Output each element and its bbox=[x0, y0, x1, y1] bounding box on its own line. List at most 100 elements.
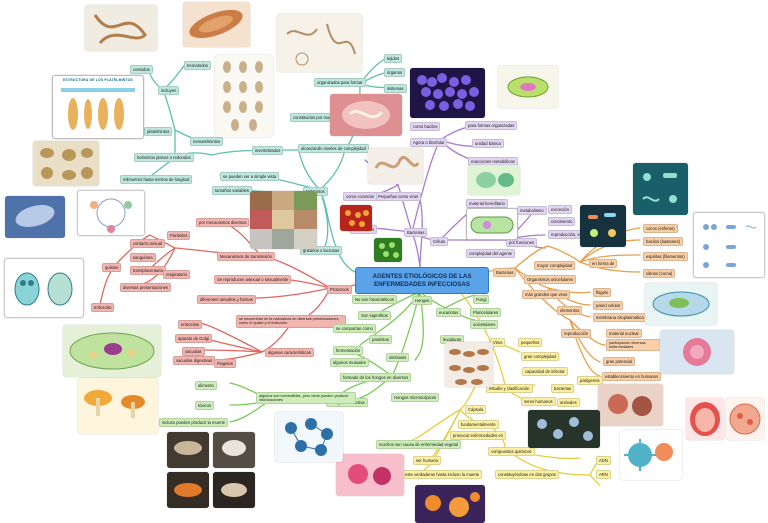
node-algunas[interactable]: algunas características bbox=[265, 348, 314, 357]
node-gusanos[interactable]: gusanos o lacrosas bbox=[300, 246, 343, 255]
node-alcanzando[interactable]: alcanzando niveles de complejidad bbox=[298, 144, 369, 153]
node-helmintos-planos[interactable]: helmintos planos o redondos bbox=[134, 153, 194, 162]
node-quistes[interactable]: quistes bbox=[102, 263, 122, 272]
node-respiratorio[interactable]: respiratorio bbox=[163, 270, 190, 279]
node-pluricelulares[interactable]: Pluricelulares bbox=[470, 308, 502, 317]
node-platelmintos[interactable]: platelmintos bbox=[144, 127, 173, 136]
node-incluyen[interactable]: incluyen bbox=[158, 86, 180, 95]
node-alimento[interactable]: alimento bbox=[195, 381, 217, 390]
node-bacilos[interactable]: bacilos (bastones) bbox=[643, 237, 683, 246]
node-elementos[interactable]: elementos bbox=[557, 306, 583, 315]
node-agora[interactable]: Agora o bicelular bbox=[410, 138, 448, 147]
node-parasitos[interactable]: Parásitos bbox=[167, 231, 191, 240]
node-son-heterotrofos[interactable]: No son fotosintéticos bbox=[352, 295, 397, 304]
node-membrana[interactable]: membrana citoplasmática bbox=[593, 313, 647, 322]
node-unicelulares[interactable]: unicelulares bbox=[470, 320, 499, 329]
node-pequenos[interactable]: pequeños bbox=[518, 338, 543, 347]
node-mecanismos[interactable]: Mecanismos de transmisión bbox=[217, 252, 275, 261]
node-sistemas[interactable]: sistemas bbox=[384, 84, 407, 93]
node-cestodos[interactable]: cestodos bbox=[130, 65, 153, 74]
node-son-saprofitos[interactable]: Son saprofitos bbox=[358, 311, 391, 320]
node-patogenos[interactable]: patógenos bbox=[577, 376, 603, 385]
node-adn[interactable]: ADN bbox=[596, 456, 611, 465]
node-organismos[interactable]: Organismos unicelulares bbox=[524, 275, 577, 284]
node-algunos-comest[interactable]: algunos son comestibles, pero otros pued… bbox=[256, 392, 356, 405]
node-tejidos[interactable]: tejidos bbox=[384, 54, 403, 63]
node-incluso[interactable]: incluso pueden producir la muerte bbox=[159, 418, 229, 427]
node-cocos[interactable]: cocos (esferas) bbox=[643, 224, 678, 233]
node-para-formas[interactable]: para formas organizadas bbox=[465, 121, 518, 130]
node-parasitos2[interactable]: parásitos bbox=[369, 335, 392, 344]
node-eritrocitos[interactable]: eritrocitos bbox=[178, 320, 203, 329]
node-trematodos[interactable]: trematodos bbox=[184, 61, 211, 70]
node-complejidad[interactable]: complejidad del agente bbox=[466, 249, 516, 258]
node-animales[interactable]: animales bbox=[557, 398, 580, 407]
node-algunos-mutuales[interactable]: algunos mutuales bbox=[330, 358, 369, 367]
node-provocar[interactable]: provocar enfermedades en bbox=[450, 431, 507, 440]
node-trofozoito[interactable]: trofozoíto bbox=[91, 303, 115, 312]
node-seres-humanos[interactable]: seres humanos bbox=[521, 397, 556, 406]
node-mayor[interactable]: mayor complejidad bbox=[534, 261, 576, 270]
node-material-nuclear[interactable]: material nuclear bbox=[606, 329, 642, 338]
node-se-reproducen[interactable]: Se reproducen asexual o sexualmente bbox=[214, 275, 292, 284]
node-sanguinea[interactable]: sanguínea bbox=[130, 253, 156, 262]
node-material-hereditario[interactable]: material hereditario bbox=[466, 199, 508, 208]
node-pequenas[interactable]: Pequeñas como virus bbox=[375, 192, 422, 201]
branch-bacterias[interactable]: Bacterias bbox=[404, 228, 428, 237]
node-como-cocos[interactable]: como cocos/as bbox=[343, 192, 377, 201]
node-tamanos[interactable]: tamaños variables bbox=[212, 186, 252, 195]
node-en-forma[interactable]: en forma de bbox=[589, 259, 618, 268]
node-unidad-basica[interactable]: unidad básica bbox=[472, 139, 504, 148]
node-pared[interactable]: pared celular bbox=[593, 301, 624, 310]
node-fundamentalmente[interactable]: fundamentalmente bbox=[458, 420, 499, 429]
node-mas-grandes[interactable]: más grandes que virus bbox=[522, 290, 571, 299]
node-celula[interactable]: Célula bbox=[430, 237, 448, 246]
node-estudio[interactable]: estudio y clasificación bbox=[486, 384, 533, 393]
node-capacidad[interactable]: capacidad de infectar bbox=[522, 367, 568, 376]
node-vibrios[interactable]: vibrios (coma) bbox=[643, 269, 676, 278]
node-organizados[interactable]: organizados para formar bbox=[314, 78, 366, 87]
node-aparato[interactable]: aparato de Golgi bbox=[175, 334, 212, 343]
node-por-mecanismos[interactable]: por mecanismos diversos bbox=[196, 218, 250, 227]
node-como-bacilos[interactable]: como bacilos bbox=[410, 122, 441, 131]
central-topic[interactable]: AGENTES ETIOLÓGICOS DE LAS ENFERMEDADES … bbox=[355, 267, 489, 294]
node-arn[interactable]: ARN bbox=[596, 470, 611, 479]
node-toxicos[interactable]: tóxicos bbox=[195, 401, 215, 410]
branch-protozoos[interactable]: Protozoos bbox=[327, 285, 352, 294]
node-milimetros[interactable]: milímetros hasta metros de longitud bbox=[120, 175, 193, 184]
node-se-comportan[interactable]: se comportan como bbox=[333, 324, 376, 333]
node-flagelo[interactable]: flagelo bbox=[593, 288, 612, 297]
node-participacion[interactable]: participación diversas enfermedades bbox=[606, 339, 672, 352]
node-por-funciones[interactable]: por funciones bbox=[506, 238, 538, 247]
node-nematelmintos[interactable]: nematelmintos bbox=[190, 137, 224, 146]
node-no-hay-virus[interactable]: ser humano bbox=[413, 456, 442, 465]
node-contacto[interactable]: contacto sexual bbox=[130, 239, 166, 248]
node-estructura-virus[interactable]: compuestos químicos bbox=[488, 447, 535, 456]
node-se-pueden-ver[interactable]: se pueden ver a simple vista bbox=[220, 172, 280, 181]
node-hongos-micro[interactable]: Hongos microscópicos bbox=[391, 393, 440, 402]
node-transplacentaria[interactable]: transplacentaria bbox=[130, 266, 166, 275]
node-estructura-hongos[interactable]: formado de los hongos en diversos bbox=[340, 373, 412, 382]
node-establecimiento[interactable]: establecimiento en humanos bbox=[602, 372, 662, 381]
node-fermentacion[interactable]: fermentación bbox=[333, 346, 364, 355]
node-metabolismo[interactable]: metabolismo bbox=[517, 206, 547, 215]
node-adn-arn[interactable]: constituyéndose en dos grupos bbox=[495, 470, 559, 479]
branch-hongos[interactable]: Hongos bbox=[412, 296, 433, 305]
node-vacuolas[interactable]: vacuolas bbox=[182, 347, 205, 356]
node-diferentes[interactable]: diferentes tamaños y formas bbox=[197, 295, 256, 304]
node-estos[interactable]: este verdaderas hasta incluso la muerte bbox=[402, 470, 483, 479]
node-capsula[interactable]: Cápsula bbox=[465, 405, 487, 414]
node-bacterias2[interactable]: bacterias bbox=[551, 384, 574, 393]
node-fungi[interactable]: Fungi bbox=[473, 295, 490, 304]
node-excrecion[interactable]: excreción bbox=[548, 205, 572, 214]
node-reproduccion2[interactable]: reproducción bbox=[561, 329, 592, 338]
branch-bacterias-right[interactable]: Bacterias bbox=[493, 268, 517, 277]
node-causa-enf[interactable]: muchos son causa de enfermedad vegetal bbox=[376, 440, 461, 449]
node-vacuolas-dig[interactable]: vacuolas digestivas bbox=[173, 356, 216, 365]
node-gran-potencial[interactable]: gran potencial bbox=[603, 357, 636, 366]
node-invertebrados[interactable]: invertebrados bbox=[252, 146, 284, 155]
node-organos[interactable]: órganos bbox=[384, 68, 406, 77]
node-simbiosis[interactable]: simbiosis bbox=[386, 353, 410, 362]
node-se-encuentran[interactable]: se encuentran en la naturaleza en divers… bbox=[236, 315, 346, 328]
node-diversas[interactable]: diversas presentaciones bbox=[120, 283, 172, 292]
